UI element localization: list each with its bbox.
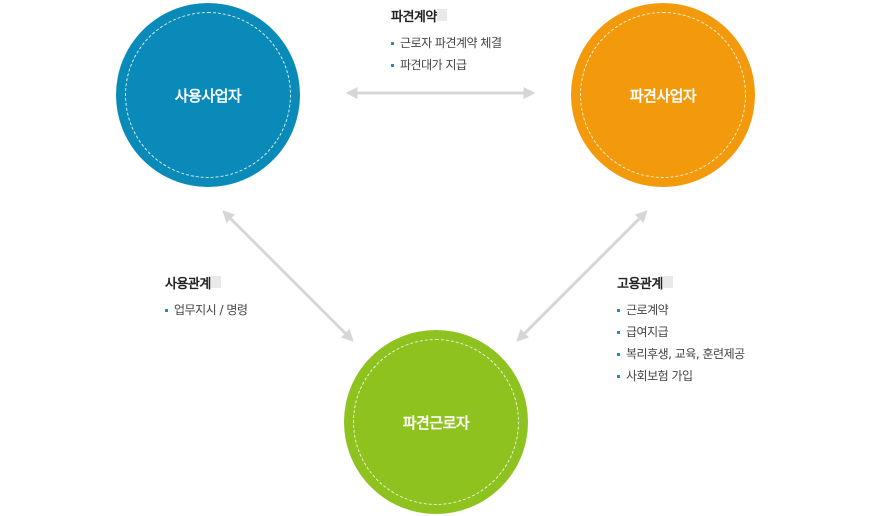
relation-usage: 사용관계 업무지시 / 명령 xyxy=(165,273,248,321)
bullet-icon xyxy=(617,352,620,356)
relation-dispatch-contract: 파견계약 근로자 파견계약 체결 파견대가 지급 xyxy=(391,6,502,76)
node-dispatch-company-label: 파견사업자 xyxy=(629,86,697,105)
bullet-icon xyxy=(391,63,394,67)
relation-employment-list: 근로계약 급여지급 복리후생, 교육, 훈련제공 사회보험 가입 xyxy=(617,299,745,387)
list-item: 사회보험 가입 xyxy=(617,365,745,387)
node-user-company-label: 사용사업자 xyxy=(174,86,242,105)
node-dispatch-worker: 파견근로자 xyxy=(344,330,528,514)
node-dispatch-company-ring xyxy=(580,12,746,178)
list-item: 파견대가 지급 xyxy=(391,54,502,76)
list-item: 근로자 파견계약 체결 xyxy=(391,32,502,54)
list-item: 급여지급 xyxy=(617,321,745,343)
bullet-icon xyxy=(617,330,620,334)
node-user-company-ring xyxy=(125,12,291,178)
node-dispatch-company: 파견사업자 xyxy=(571,3,755,187)
node-user-company: 사용사업자 xyxy=(116,3,300,187)
relation-dispatch-contract-list: 근로자 파견계약 체결 파견대가 지급 xyxy=(391,32,502,76)
node-dispatch-worker-label: 파견근로자 xyxy=(402,413,470,432)
relation-employment-title: 고용관계 xyxy=(617,273,673,292)
bullet-icon xyxy=(391,41,394,45)
list-item: 근로계약 xyxy=(617,299,745,321)
arrow-dispatch-worker xyxy=(516,210,648,342)
bullet-icon xyxy=(617,308,620,312)
arrow-user-worker xyxy=(222,210,354,342)
relation-employment: 고용관계 근로계약 급여지급 복리후생, 교육, 훈련제공 사회보험 가입 xyxy=(617,273,745,387)
relation-dispatch-contract-title: 파견계약 xyxy=(391,6,447,25)
relation-usage-title: 사용관계 xyxy=(165,273,221,292)
relation-usage-list: 업무지시 / 명령 xyxy=(165,299,248,321)
node-dispatch-worker-ring xyxy=(353,339,519,505)
bullet-icon xyxy=(165,308,168,312)
list-item: 복리후생, 교육, 훈련제공 xyxy=(617,343,745,365)
list-item: 업무지시 / 명령 xyxy=(165,299,248,321)
bullet-icon xyxy=(617,374,620,378)
